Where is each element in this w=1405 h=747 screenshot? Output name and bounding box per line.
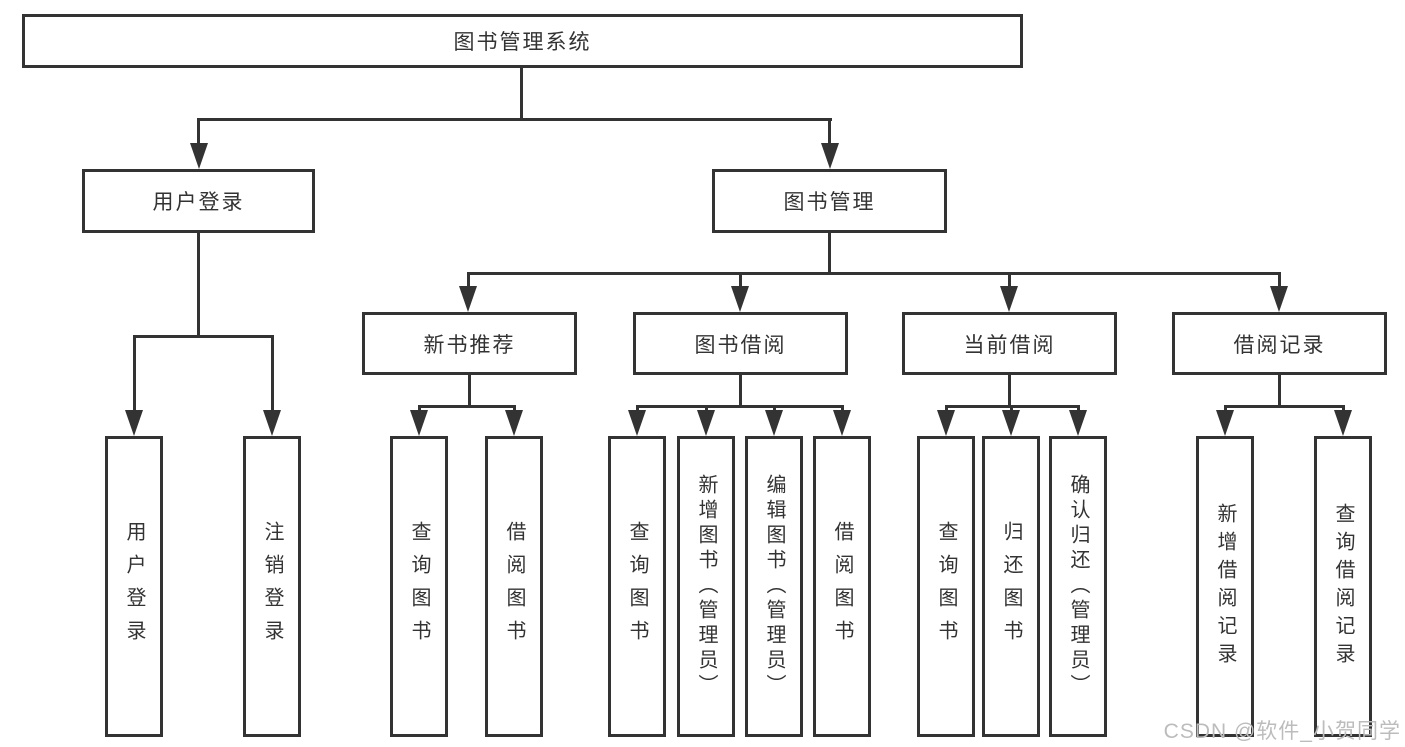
- node-root: 图书管理系统: [22, 14, 1023, 68]
- connector-line: [1077, 405, 1080, 412]
- leaf-label: 用户登录: [123, 520, 145, 653]
- connector-line: [1008, 272, 1011, 288]
- connector-line: [418, 405, 516, 408]
- leaf-return-book: 归还图书: [982, 436, 1040, 737]
- leaf-label: 确认归还（管理员）: [1067, 474, 1089, 699]
- connector-line: [945, 405, 948, 412]
- connector-line: [1224, 405, 1227, 412]
- leaf-user-login: 用户登录: [105, 436, 163, 737]
- connector-line: [1342, 405, 1345, 412]
- leaf-label: 查询图书: [626, 520, 648, 653]
- arrow-down-icon: [263, 410, 281, 436]
- leaf-borrow-books-recommend: 借阅图书: [485, 436, 543, 737]
- connector-line: [197, 118, 200, 145]
- arrow-down-icon: [410, 410, 428, 436]
- leaf-label: 查询图书: [408, 520, 430, 653]
- leaf-query-books-current: 查询图书: [917, 436, 975, 737]
- arrow-down-icon: [697, 410, 715, 436]
- leaf-query-borrow-record: 查询借阅记录: [1314, 436, 1372, 737]
- leaf-label: 借阅图书: [831, 520, 853, 653]
- arrow-down-icon: [1069, 410, 1087, 436]
- leaf-confirm-return-admin: 确认归还（管理员）: [1049, 436, 1107, 737]
- connector-line: [133, 335, 274, 338]
- connector-line: [739, 375, 742, 405]
- leaf-query-books-borrow: 查询图书: [608, 436, 666, 737]
- arrow-down-icon: [731, 286, 749, 312]
- connector-line: [467, 272, 470, 288]
- leaf-label: 新增图书（管理员）: [695, 474, 717, 699]
- leaf-label: 归还图书: [1000, 520, 1022, 653]
- node-book-borrow: 图书借阅: [633, 312, 848, 375]
- connector-line: [841, 405, 844, 412]
- connector-line: [197, 118, 832, 121]
- leaf-label: 编辑图书（管理员）: [763, 474, 785, 699]
- connector-line: [468, 375, 471, 405]
- connector-line: [271, 335, 274, 412]
- connector-line: [828, 118, 831, 145]
- arrow-down-icon: [937, 410, 955, 436]
- leaf-label: 借阅图书: [503, 520, 525, 653]
- leaf-borrow-books: 借阅图书: [813, 436, 871, 737]
- arrow-down-icon: [1002, 410, 1020, 436]
- connector-line: [1278, 375, 1281, 405]
- connector-line: [1010, 405, 1013, 412]
- connector-line: [705, 405, 708, 412]
- arrow-down-icon: [1000, 286, 1018, 312]
- node-book-management: 图书管理: [712, 169, 947, 233]
- node-borrow-records: 借阅记录: [1172, 312, 1387, 375]
- leaf-label: 查询借阅记录: [1332, 502, 1354, 671]
- arrow-down-icon: [1270, 286, 1288, 312]
- node-new-book-recommend: 新书推荐: [362, 312, 577, 375]
- leaf-query-books-recommend: 查询图书: [390, 436, 448, 737]
- connector-line: [636, 405, 639, 412]
- connector-line: [1278, 272, 1281, 288]
- arrow-down-icon: [1216, 410, 1234, 436]
- arrow-down-icon: [833, 410, 851, 436]
- connector-line: [197, 233, 200, 335]
- arrow-down-icon: [821, 143, 839, 169]
- node-user-login: 用户登录: [82, 169, 315, 233]
- connector-line: [1008, 375, 1011, 405]
- connector-line: [636, 405, 844, 408]
- leaf-logout: 注销登录: [243, 436, 301, 737]
- connector-line: [739, 272, 742, 288]
- arrow-down-icon: [125, 410, 143, 436]
- connector-line: [773, 405, 776, 412]
- connector-line: [1224, 405, 1345, 408]
- arrow-down-icon: [190, 143, 208, 169]
- leaf-edit-book-admin: 编辑图书（管理员）: [745, 436, 803, 737]
- arrow-down-icon: [505, 410, 523, 436]
- arrow-down-icon: [628, 410, 646, 436]
- arrow-down-icon: [765, 410, 783, 436]
- leaf-label: 查询图书: [935, 520, 957, 653]
- watermark: CSDN @软件_小贺同学: [1163, 720, 1401, 743]
- arrow-down-icon: [1334, 410, 1352, 436]
- arrow-down-icon: [459, 286, 477, 312]
- connector-line: [513, 405, 516, 412]
- connector-line: [828, 233, 831, 272]
- connector-line: [467, 272, 1281, 275]
- connector-line: [418, 405, 421, 412]
- leaf-label: 注销登录: [261, 520, 283, 653]
- leaf-add-book-admin: 新增图书（管理员）: [677, 436, 735, 737]
- node-current-borrow: 当前借阅: [902, 312, 1117, 375]
- connector-line: [520, 68, 523, 118]
- leaf-label: 新增借阅记录: [1214, 502, 1236, 671]
- leaf-add-borrow-record: 新增借阅记录: [1196, 436, 1254, 737]
- connector-line: [133, 335, 136, 412]
